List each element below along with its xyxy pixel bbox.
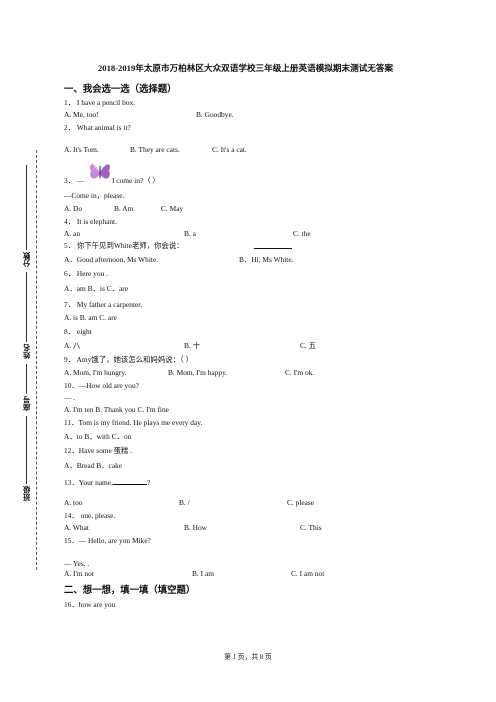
question-1: 1． I have a pencil box. [64,98,136,107]
q3-option-a: A. Do [64,204,83,213]
question-7: 7． My father a carpenter. [64,300,143,309]
class-write-line [26,416,27,484]
q2-option-a: A. It's Tom. [64,145,99,154]
q5-option-b: B．Hi, Ms White. [239,255,294,264]
question-8: 8． eight [64,327,92,336]
name-label: 姓名 [22,344,31,359]
question-15: 15．— Hello, are you Mike? [64,536,151,545]
question-10-answer: — . [64,393,76,402]
q6-options: A．am B．is C．are [64,284,129,293]
q5-option-a: A．Good afternoon, Ms White. [64,255,159,264]
q14-option-a: A. What [64,523,89,532]
q1-option-a: A. Me, too! [64,110,99,119]
section-choice-heading: 一、我会选一选（选择题） [64,85,177,95]
question-10: 10．—How old are you? [64,381,139,390]
q13-answer-blank [112,477,147,485]
question-6: 6． Here you . [64,269,108,278]
page-footer: 第 1 页，共 8 页 [224,654,272,661]
q4-option-a: A. an [64,229,81,238]
q15-option-b: B. I am [192,569,214,578]
document-title: 2018-2019年太原市万柏林区大众双语学校三年级上册英语模拟期末测试无答案 [98,63,394,73]
name-write-line [26,272,27,342]
butterfly-image [90,164,110,179]
q7-options: A. is B. am C. are [64,313,117,322]
q13-option-c: C. please [287,498,315,507]
q2-option-b: B. They are cats. [130,145,180,154]
q8-option-c: C. 五 [300,341,317,350]
q9-option-b: B. Mom, I'm happy. [168,368,228,377]
question-11: 11．Tom is my friend. He plays me every d… [64,418,203,427]
question-3-reply: —Come in，please. [64,191,125,200]
q11-options: A．to B．with C．on [64,432,132,441]
q4-option-c: C. the [293,229,311,238]
q14-option-b: B. How [184,523,207,532]
question-16: 16．how are you [64,600,116,609]
question-13: 13．Your name,? [64,477,150,487]
question-2: 2． What animal is it? [64,123,131,132]
q10-options: A. I'm ten B. Thank you C. I'm fine [64,405,169,414]
question-3: 3． — [64,176,85,185]
binding-dashed-line [36,150,37,570]
question-4: 4． It is elephant. [64,217,117,226]
score-label: 分数 [22,252,31,267]
q2-option-c: C. It's a cat. [212,145,247,154]
question-9: 9． Amy饿了，她该怎么和妈妈说：（ ） [64,355,193,364]
q15-option-c: C. I am not [291,569,325,578]
q8-option-a: A. 八 [64,341,81,350]
section-fill-heading: 二、想一想，填一填（填空题） [64,586,196,596]
q9-option-c: C. I'm ok. [285,368,315,377]
q3-option-b: B. Am [114,204,134,213]
q8-option-b: B. 十 [184,341,201,350]
score-write-line [26,165,27,250]
q5-answer-blank [254,241,292,249]
number-label: 座号 [22,396,31,411]
class-label: 班级 [22,486,31,501]
question-13-mark: ? [146,478,151,487]
q13-option-b: B. / [179,498,190,507]
question-14: 14． one, please. [64,511,116,520]
question-5: 5． 你下午见到White老师，你会说： [64,241,184,250]
q14-option-c: C. This [300,523,322,532]
question-12: 12．Have some 蛋糕 . [64,446,133,455]
q12-options: A．Bread B．cake [64,461,123,470]
q15-option-a: A. I'm not [64,569,94,578]
question-3-rest: I come in?（ ） [112,176,160,185]
q13-option-a: A. too [64,498,83,507]
number-write-line [26,364,27,394]
question-13-text: 13．Your name, [64,478,113,487]
q1-option-b: B. Goodbye. [196,110,234,119]
question-15-answer: — Yes, . [64,559,90,568]
q9-option-a: A. Mom, I'm hungry. [64,368,127,377]
q3-option-c: C. May [161,204,184,213]
q4-option-b: B. a [184,229,196,238]
